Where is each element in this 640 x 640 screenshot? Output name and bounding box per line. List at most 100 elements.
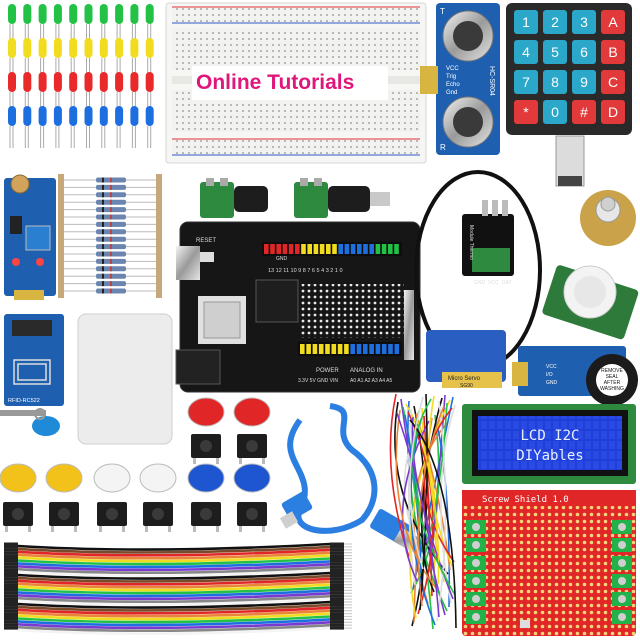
tactile-switch-leg bbox=[28, 526, 31, 532]
ribbon-connector bbox=[4, 626, 18, 630]
resistor-tape bbox=[156, 174, 162, 298]
button-cap bbox=[187, 397, 225, 427]
led bbox=[53, 4, 62, 24]
board-power-label: POWER bbox=[316, 368, 339, 374]
ribbon-wire bbox=[17, 548, 331, 557]
header-pin bbox=[276, 244, 281, 254]
header-pin bbox=[375, 244, 381, 254]
ribbon-wire bbox=[17, 563, 331, 572]
ribbon-connector bbox=[4, 542, 18, 546]
header-pin bbox=[332, 244, 337, 254]
dc-jack-male bbox=[294, 178, 390, 218]
ribbon-pin bbox=[344, 555, 352, 557]
board-reset-label: RESET bbox=[196, 238, 216, 244]
keypad-key-label: 4 bbox=[522, 44, 530, 60]
resistor-band bbox=[102, 266, 104, 272]
ribbon-pin bbox=[344, 604, 352, 606]
led bbox=[84, 4, 93, 24]
tactile-switch-knob bbox=[106, 508, 118, 520]
ribbon-connector bbox=[4, 603, 18, 607]
ribbon-connector bbox=[330, 615, 344, 618]
ribbon-pin bbox=[344, 543, 352, 545]
ribbon-wire bbox=[17, 606, 331, 615]
ribbon-wire bbox=[17, 554, 331, 563]
header-pin bbox=[300, 344, 305, 354]
led bbox=[115, 38, 124, 58]
led bbox=[8, 106, 16, 126]
ribbon-wire bbox=[17, 626, 331, 635]
keypad-key-label: 0 bbox=[551, 104, 559, 120]
ribbon-wire bbox=[17, 557, 331, 566]
header-pin bbox=[264, 244, 269, 254]
header-pin bbox=[350, 244, 356, 254]
ribbon-connector bbox=[330, 551, 344, 555]
header-pin bbox=[394, 344, 400, 354]
resistor-band bbox=[102, 288, 104, 294]
header-pin bbox=[369, 344, 374, 354]
sonar-r-label: R bbox=[440, 143, 446, 152]
ribbon-connector bbox=[330, 574, 344, 578]
jumper-wire bbox=[417, 405, 445, 607]
ribbon-connector bbox=[330, 617, 344, 621]
led bbox=[8, 38, 16, 58]
ribbon-wire bbox=[17, 571, 331, 580]
ribbon-wire bbox=[17, 586, 331, 595]
led bbox=[8, 72, 16, 92]
ribbon-connector bbox=[4, 583, 18, 587]
keypad-key bbox=[601, 100, 625, 124]
light-sensor-module bbox=[4, 174, 56, 300]
ribbon-connector bbox=[330, 586, 344, 589]
led bbox=[23, 38, 32, 58]
tactile-switch-leg bbox=[193, 458, 196, 464]
tactile-switch-knob bbox=[152, 508, 164, 520]
ribbon-pin bbox=[344, 607, 352, 609]
jumper-wire bbox=[394, 401, 449, 575]
led bbox=[130, 106, 139, 126]
ribbon-connector bbox=[330, 606, 344, 610]
led bbox=[69, 106, 78, 126]
jumper-wire bbox=[407, 408, 416, 586]
header-pin bbox=[363, 344, 368, 354]
header-pin bbox=[325, 344, 330, 354]
resistor-band bbox=[110, 199, 112, 205]
ribbon-pin bbox=[344, 613, 352, 615]
board-analog-label: ANALOG IN bbox=[350, 368, 383, 374]
keypad-key-label: # bbox=[580, 104, 588, 120]
keypad-key-label: 6 bbox=[580, 44, 588, 60]
header-pin bbox=[381, 344, 387, 354]
led bbox=[38, 38, 47, 58]
ribbon-connector bbox=[4, 554, 18, 558]
ribbon-connector bbox=[330, 626, 344, 630]
ribbon-wire bbox=[17, 592, 331, 601]
keypad-key bbox=[572, 40, 596, 64]
ribbon-pin bbox=[344, 618, 352, 620]
pir-motion-sensor bbox=[542, 265, 639, 340]
led bbox=[99, 4, 108, 24]
screw-terminal-screw bbox=[618, 613, 626, 621]
ribbon-wire bbox=[17, 615, 331, 624]
led bbox=[115, 4, 124, 24]
jumper-wire bbox=[423, 407, 455, 563]
keypad-key-label: D bbox=[608, 104, 618, 120]
led bbox=[38, 106, 47, 126]
header-pin bbox=[344, 344, 349, 354]
ribbon-pin bbox=[344, 595, 352, 597]
ribbon-pin bbox=[344, 584, 352, 586]
ribbon-pin bbox=[344, 601, 352, 603]
ribbon-connector bbox=[4, 577, 18, 581]
resistor-band bbox=[110, 177, 112, 183]
ribbon-connector bbox=[4, 586, 18, 589]
header-pin bbox=[301, 244, 306, 254]
keypad-key bbox=[543, 70, 567, 94]
header-pin bbox=[394, 244, 399, 254]
ribbon-connector bbox=[330, 591, 344, 595]
tactile-switch-knob bbox=[58, 508, 70, 520]
ribbon-connector bbox=[4, 565, 18, 569]
ribbon-pin bbox=[344, 557, 352, 560]
ribbon-pin bbox=[344, 566, 352, 568]
jumper-wires-loose bbox=[389, 393, 457, 630]
header-pin bbox=[388, 344, 393, 354]
resistor-band bbox=[102, 244, 104, 250]
thermo-pin-dat: DAT bbox=[502, 280, 512, 286]
ribbon-connector bbox=[330, 559, 344, 563]
